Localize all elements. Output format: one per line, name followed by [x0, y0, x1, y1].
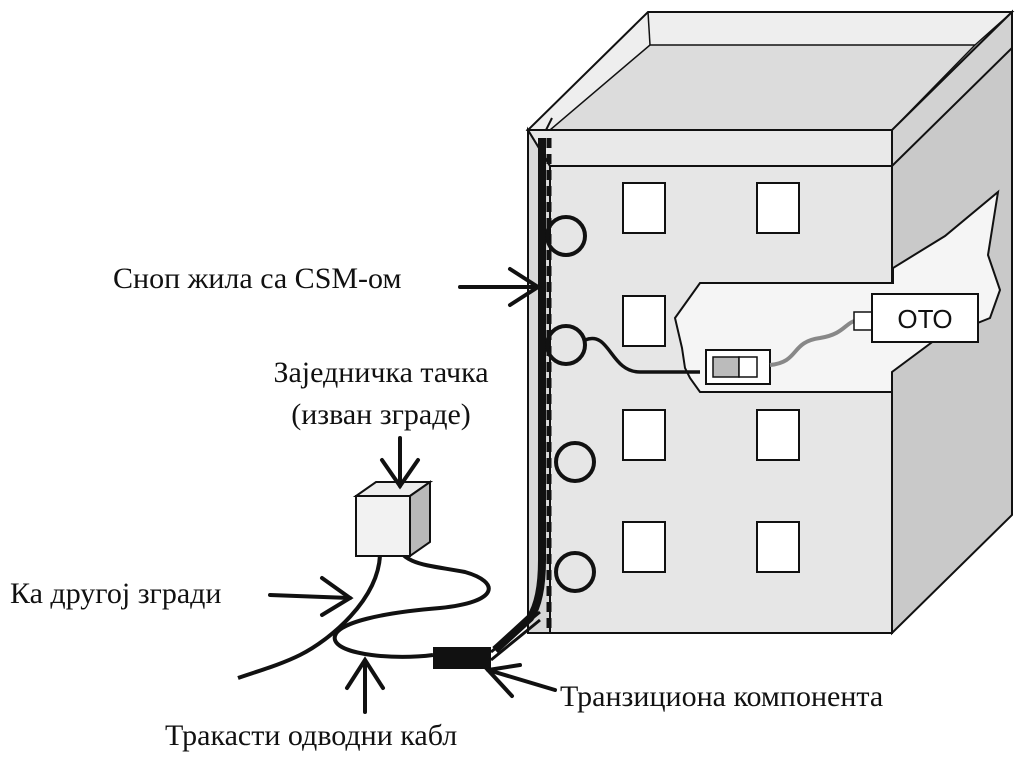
building-parapet-front [526, 129, 893, 167]
arrows [268, 267, 557, 714]
oto-label: ОТО [897, 304, 952, 334]
window [756, 409, 800, 461]
riser-bundle [492, 117, 700, 653]
window [622, 295, 666, 347]
building: ОТО [525, 9, 1015, 636]
label-drop-cable: Тракасти одводни кабл [165, 719, 457, 752]
ribbon-drop-cable [332, 526, 491, 659]
transition-component [433, 647, 491, 669]
building-parapet-side [891, 9, 1013, 169]
outlet-connector [712, 356, 740, 378]
oto-box [871, 293, 979, 343]
patch-cable [769, 318, 859, 367]
drop-fiber [584, 336, 700, 374]
building-front-face [549, 165, 893, 634]
common-point-box [352, 480, 434, 558]
window [622, 521, 666, 573]
label-other-building: Ка другој згради [10, 577, 221, 610]
arrow-transition [486, 668, 557, 692]
label-bundle: Сноп жила са CSM-ом [113, 262, 401, 295]
fiber-loop [545, 324, 587, 366]
outlet-port [738, 356, 758, 378]
cable-to-other-building [237, 527, 382, 680]
window [622, 182, 666, 234]
oto-plug [853, 311, 873, 331]
fiber-loop [545, 215, 587, 257]
window [756, 521, 800, 573]
fiber-loop [554, 551, 596, 593]
window [622, 409, 666, 461]
arrow-other-building [268, 593, 352, 600]
label-common-point-sub: (изван зграде) [291, 398, 471, 431]
label-transition: Транзициона компонента [560, 680, 883, 713]
window [756, 182, 800, 234]
fiber-loop [554, 441, 596, 483]
label-common-point: Заједничка тачка [273, 356, 488, 389]
